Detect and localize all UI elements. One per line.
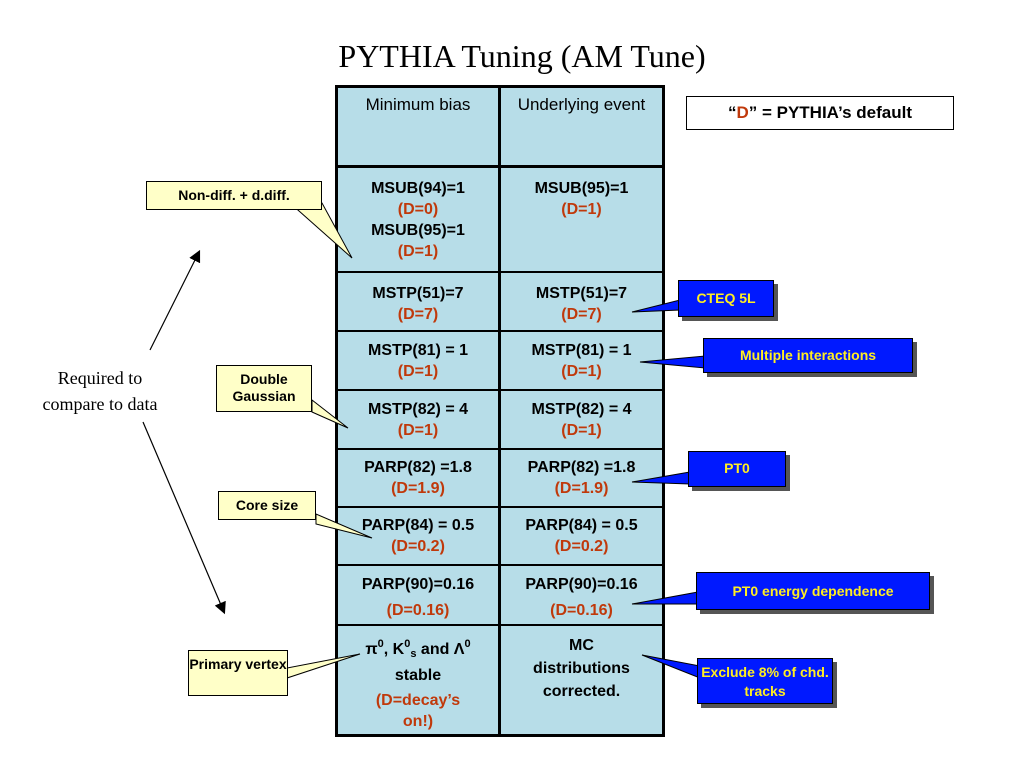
table-cell-ue-row4: MSTP(82) = 4 (D=1): [501, 399, 662, 441]
callout-primary-vertex: Primary vertex: [188, 650, 288, 696]
table-cell-ue-row8: MC distributions corrected.: [501, 634, 662, 703]
superscript: 0: [377, 638, 384, 650]
callout-nondiff: Non-diff. + d.diff.: [146, 181, 322, 210]
cell-line: MSUB(95)=1: [371, 222, 465, 239]
callout-exclude: Exclude 8% of chd. tracks: [697, 658, 833, 704]
cell-line: MSUB(95)=1: [534, 180, 629, 197]
cell-default: (D=0.2): [554, 538, 609, 555]
primary-vertex-pointer: [286, 653, 361, 679]
legend-quote-open: “: [727, 103, 737, 122]
multiple-interactions-pointer: [639, 355, 706, 369]
cell-default: (D=0.2): [391, 538, 445, 555]
table-row-divider: [335, 271, 665, 273]
cell-line: corrected.: [542, 683, 621, 700]
superscript: 0: [404, 638, 411, 650]
cell-line: PARP(90)=0.16: [525, 576, 638, 593]
callout-pt0-energy: PT0 energy dependence: [696, 572, 930, 610]
table-row-divider: [335, 389, 665, 391]
lambda-symbol: and Λ: [416, 641, 465, 658]
cell-default: (D=7): [561, 306, 602, 323]
core-size-pointer: [315, 513, 373, 539]
default-legend: “D” = PYTHIA’s default: [686, 96, 954, 130]
cteq-pointer: [631, 299, 681, 313]
cell-line: PARP(84) = 0.5: [361, 517, 475, 534]
exclude-pointer: [641, 654, 701, 679]
header-underlying-event: Underlying event: [517, 95, 646, 114]
table-row-divider: [335, 506, 665, 508]
cell-line: MSTP(82) = 4: [531, 401, 632, 418]
table-cell-ue-row7: PARP(90)=0.16 (D=0.16): [501, 572, 662, 624]
double-gaussian-pointer: [311, 398, 349, 429]
cell-default: (D=1): [561, 363, 602, 380]
table-row-divider: [335, 624, 665, 626]
page-title: PYTHIA Tuning (AM Tune): [338, 38, 706, 74]
arrow-down: [142, 421, 226, 615]
cell-line: MSTP(51)=7: [535, 285, 628, 302]
cell-default: (D=1): [561, 422, 602, 439]
table-cell-ue-row5: PARP(82) =1.8 (D=1.9): [501, 457, 662, 499]
table-cell-mb-row6: PARP(84) = 0.5 (D=0.2): [338, 515, 498, 557]
table-cell-mb-row4: MSTP(82) = 4 (D=1): [338, 399, 498, 441]
cell-line: stable: [394, 667, 442, 684]
cell-line: MSTP(51)=7: [372, 285, 464, 302]
table-row-divider: [335, 564, 665, 566]
cell-default: (D=1.9): [391, 480, 445, 497]
pt0-energy-pointer: [631, 591, 699, 605]
pi-symbol: π: [365, 641, 378, 658]
legend-d: D: [736, 103, 749, 122]
header-minimum-bias: Minimum bias: [365, 95, 471, 114]
arrow-up: [149, 249, 201, 351]
cell-default: (D=1): [397, 363, 439, 380]
cell-line: PARP(90)=0.16: [361, 576, 475, 593]
table-cell-mb-row1: MSUB(94)=1 (D=0) MSUB(95)=1 (D=1): [338, 178, 498, 262]
cell-line: PARP(82) =1.8: [527, 459, 636, 476]
cell-default: (D=1): [397, 422, 439, 439]
table-cell-ue-row3: MSTP(81) = 1 (D=1): [501, 340, 662, 382]
cell-default: (D=0.16): [550, 602, 613, 619]
table-header-divider: [335, 165, 665, 168]
side-note: Required to compare to data: [42, 368, 158, 414]
table-cell-mb-row7: PARP(90)=0.16 (D=0.16): [338, 572, 498, 624]
callout-double-gaussian: Double Gaussian: [216, 365, 312, 412]
cell-line: MSUB(94)=1: [371, 180, 465, 197]
callout-pt0: PT0: [688, 451, 786, 487]
callout-core-size: Core size: [218, 491, 316, 520]
nondiff-pointer: [288, 202, 353, 259]
kaon-symbol: , K: [383, 641, 405, 658]
cell-line: MC: [569, 637, 594, 654]
cell-default: (D=0.16): [386, 602, 450, 619]
table-cell-mb-row3: MSTP(81) = 1 (D=1): [338, 340, 498, 382]
cell-line-particles: π0, K0s and Λ0: [338, 634, 498, 665]
cell-default: (D=1): [561, 201, 602, 218]
table-row-divider: [335, 330, 665, 332]
table-column-divider: [498, 85, 501, 737]
pt0-pointer: [631, 471, 691, 485]
cell-default: (D=0): [397, 201, 439, 218]
table-cell-mb-row8: π0, K0s and Λ0 stable (D=decay’s on!): [338, 634, 498, 732]
cell-line: MSTP(81) = 1: [367, 342, 469, 359]
cell-default: (D=1.9): [554, 480, 609, 497]
cell-line: MSTP(82) = 4: [367, 401, 469, 418]
cell-line: PARP(84) = 0.5: [525, 517, 638, 534]
table-cell-mb-row5: PARP(82) =1.8 (D=1.9): [338, 457, 498, 499]
cell-default: (D=7): [397, 306, 439, 323]
table-row-divider: [335, 448, 665, 450]
cell-line: PARP(82) =1.8: [364, 459, 472, 476]
table-cell-mb-row2: MSTP(51)=7 (D=7): [338, 283, 498, 325]
table-cell-ue-row6: PARP(84) = 0.5 (D=0.2): [501, 515, 662, 557]
callout-cteq: CTEQ 5L: [678, 280, 774, 317]
cell-line: MSTP(81) = 1: [531, 342, 632, 359]
callout-multiple-interactions: Multiple interactions: [703, 338, 913, 373]
subscript: s: [410, 648, 417, 660]
cell-default: (D=decay’s on!): [375, 692, 461, 730]
table-cell-ue-row1: MSUB(95)=1 (D=1): [501, 178, 662, 220]
cell-default: (D=1): [397, 243, 439, 260]
table-cell-ue-row2: MSTP(51)=7 (D=7): [501, 283, 662, 325]
superscript: 0: [464, 638, 471, 650]
legend-text: ” = PYTHIA’s default: [748, 103, 913, 122]
cell-line: distributions: [533, 660, 630, 677]
